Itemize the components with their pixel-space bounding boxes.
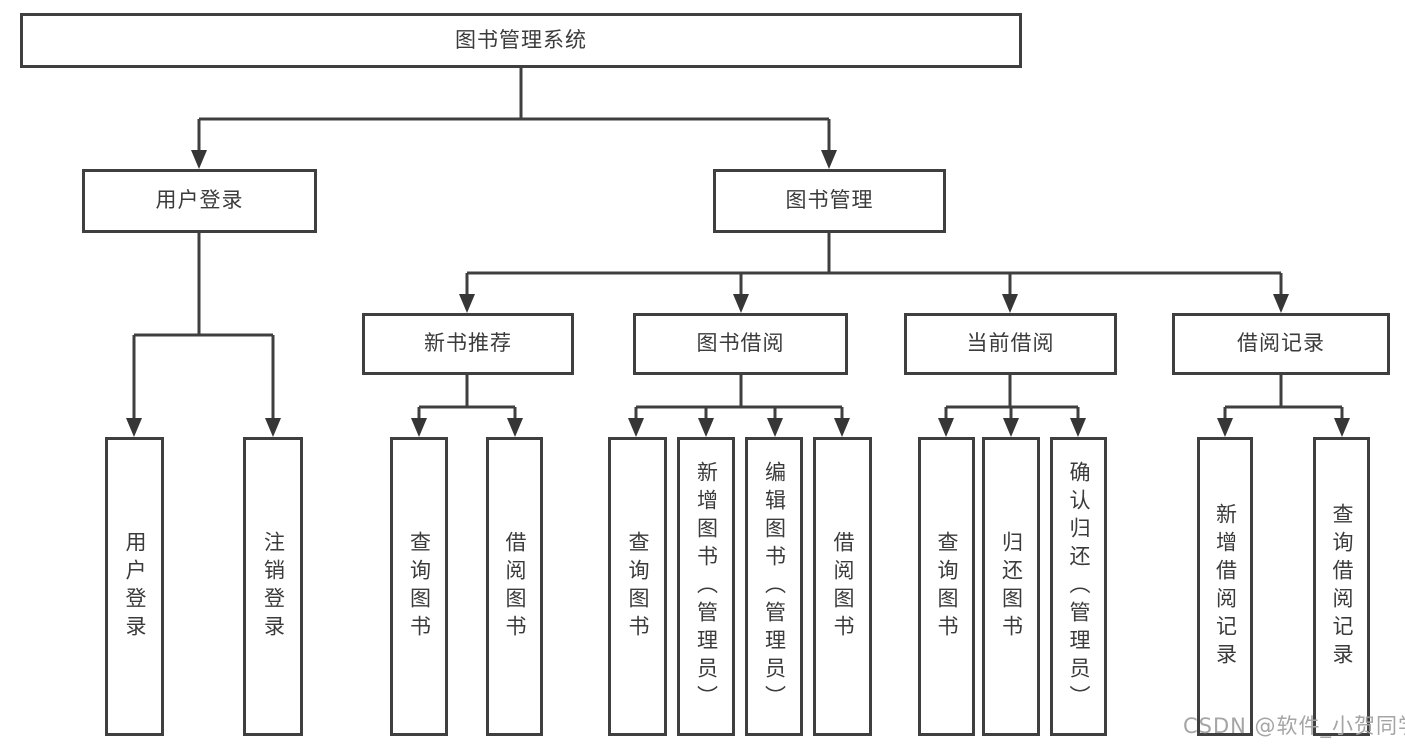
leaf-borrow-books-borrowing: 借阅图书 xyxy=(813,437,872,736)
node-book-management: 图书管理 xyxy=(713,169,946,233)
csdn-watermark: CSDN @软件_小贺同学 xyxy=(1183,714,1405,738)
node-borrowing-records-label: 借阅记录 xyxy=(1237,331,1325,356)
arrowheads-level2 xyxy=(191,150,837,169)
leaf-return-books-label: 归还图书 xyxy=(999,530,1024,643)
node-user-login: 用户登录 xyxy=(82,169,317,233)
leaf-confirm-return-admin-label: 确认归还（管理员） xyxy=(1067,460,1091,713)
edge-current-borrow-to-leaves xyxy=(944,375,1080,420)
leaf-query-books-borrowing: 查询图书 xyxy=(608,437,667,736)
leaf-query-books-recommend-label: 查询图书 xyxy=(407,530,432,643)
leaf-borrow-books-recommend-label: 借阅图书 xyxy=(503,530,527,643)
leaf-user-login-label: 用户登录 xyxy=(123,530,147,643)
leaf-edit-books-admin: 编辑图书（管理员） xyxy=(745,437,803,736)
node-root-system: 图书管理系统 xyxy=(20,13,1022,68)
leaf-borrow-books-recommend: 借阅图书 xyxy=(486,437,543,736)
edge-book-mgmt-to-level3 xyxy=(465,233,1283,296)
node-new-book-recommend-label: 新书推荐 xyxy=(424,331,512,356)
node-root-system-label: 图书管理系统 xyxy=(455,27,587,52)
edge-root-to-level2 xyxy=(197,68,831,152)
leaf-logout-label: 注销登录 xyxy=(261,530,286,643)
leaf-add-books-admin: 新增图书（管理员） xyxy=(677,437,735,736)
edge-user-login-to-leaves xyxy=(132,233,275,420)
edge-book-borrow-to-leaves xyxy=(634,375,844,420)
arrowheads-leaves xyxy=(126,418,1350,437)
node-book-borrowing-label: 图书借阅 xyxy=(696,331,785,356)
leaf-query-borrow-record-label: 查询借阅记录 xyxy=(1330,502,1354,671)
arrowheads-level3 xyxy=(459,294,1289,313)
leaf-query-books-current: 查询图书 xyxy=(918,437,975,736)
leaf-query-borrow-record: 查询借阅记录 xyxy=(1313,437,1370,736)
edge-new-book-rec-to-leaves xyxy=(417,375,517,420)
leaf-query-books-recommend: 查询图书 xyxy=(390,437,448,736)
leaf-add-books-admin-label: 新增图书（管理员） xyxy=(694,460,719,713)
node-book-management-label: 图书管理 xyxy=(785,188,874,213)
node-current-borrowing: 当前借阅 xyxy=(904,313,1117,375)
leaf-query-books-current-label: 查询图书 xyxy=(935,530,959,643)
leaf-logout: 注销登录 xyxy=(243,437,303,736)
node-new-book-recommend: 新书推荐 xyxy=(362,313,574,375)
node-book-borrowing: 图书借阅 xyxy=(633,313,848,375)
leaf-query-books-borrowing-label: 查询图书 xyxy=(626,530,650,643)
leaf-add-borrow-record: 新增借阅记录 xyxy=(1197,437,1253,736)
node-user-login-label: 用户登录 xyxy=(155,188,244,213)
node-current-borrowing-label: 当前借阅 xyxy=(966,331,1055,356)
node-borrowing-records: 借阅记录 xyxy=(1172,313,1390,375)
leaf-add-borrow-record-label: 新增借阅记录 xyxy=(1213,502,1238,671)
leaf-edit-books-admin-label: 编辑图书（管理员） xyxy=(762,460,787,713)
leaf-confirm-return-admin: 确认归还（管理员） xyxy=(1050,437,1107,736)
leaf-user-login: 用户登录 xyxy=(105,437,164,736)
leaf-borrow-books-borrowing-label: 借阅图书 xyxy=(831,530,855,643)
edge-borrow-records-to-leaves xyxy=(1223,375,1344,420)
leaf-return-books: 归还图书 xyxy=(982,437,1040,736)
